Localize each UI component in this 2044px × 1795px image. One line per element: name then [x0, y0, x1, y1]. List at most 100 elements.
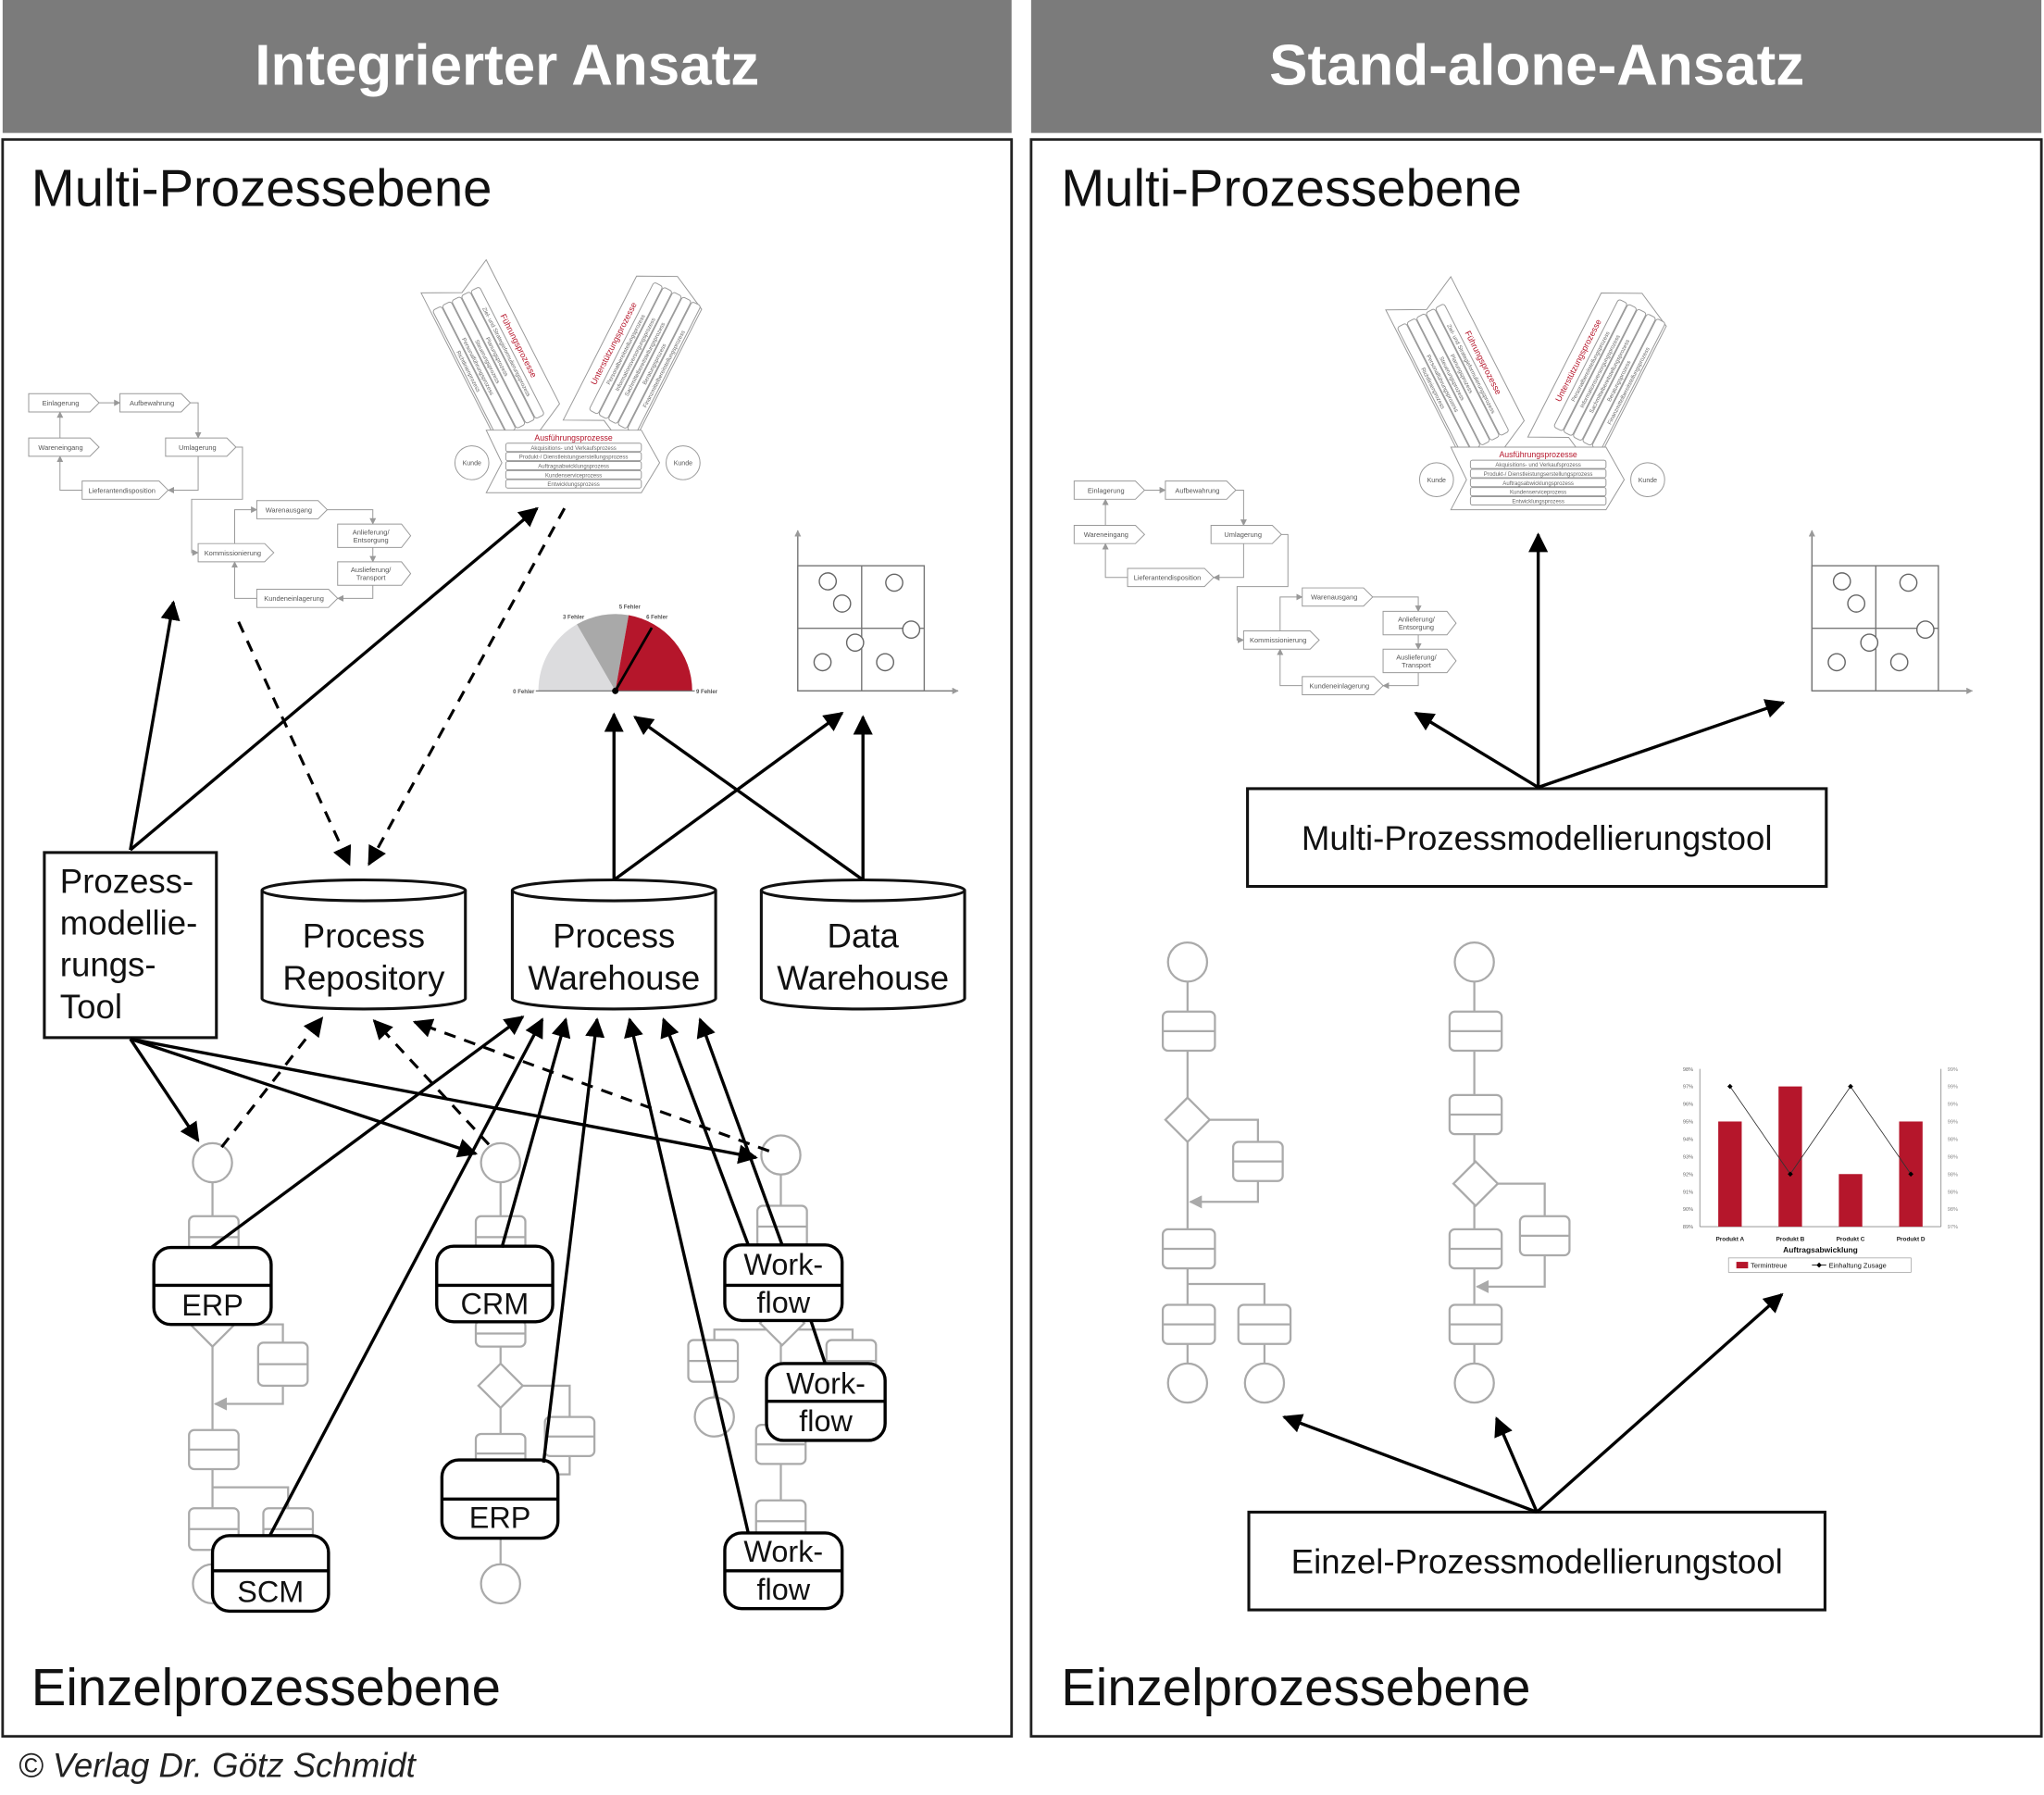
arrow-tool-to-flow1 — [129, 1038, 200, 1142]
system-erp-1[interactable]: ERP — [152, 1245, 273, 1327]
flow-line — [1476, 1255, 1546, 1293]
core-item-label: Entwicklungsprozess — [1512, 500, 1564, 505]
event-circle — [480, 1141, 521, 1184]
flow-node-shape — [165, 437, 237, 457]
arm-band — [1426, 308, 1500, 441]
core-item-label: Akquisitions- und Verkaufsprozess — [530, 446, 616, 452]
arrow-pw-to-portfolio — [613, 711, 844, 881]
portfolio-point — [813, 653, 832, 672]
portfolio-point — [845, 633, 865, 653]
flow-connector — [1236, 533, 1289, 643]
flow-line — [1187, 1282, 1266, 1305]
decision-diamond — [477, 1362, 525, 1410]
portfolio-point — [1832, 572, 1851, 591]
flow-node-label: Warenausgang — [266, 505, 312, 514]
support-processes-arm: PersonalbereitstellungsprozessInformatio… — [1527, 293, 1667, 471]
line-point — [1908, 1171, 1913, 1178]
flow-node-shape — [1073, 524, 1146, 544]
system-workflow-2[interactable]: Work-flow — [765, 1362, 887, 1442]
flow-node: Einlagerung — [1073, 480, 1146, 500]
right-single-level-label: Einzelprozessebene — [1061, 1658, 1530, 1716]
flow-node: Kundeneinlagerung — [256, 588, 339, 608]
customer-label: Kunde — [1639, 478, 1657, 484]
core-item-label: Kundenserviceprozess — [1510, 491, 1566, 496]
portfolio-point — [1827, 653, 1846, 672]
arm-band — [470, 287, 544, 419]
flow-node-label: Entsorgung — [354, 536, 389, 544]
arrow-erp1-to-pw — [210, 1015, 525, 1249]
flow-node-label: Kundeneinlagerung — [264, 594, 324, 603]
flow-connector — [1277, 648, 1302, 687]
process-modeling-tool-box[interactable] — [43, 851, 218, 1040]
flow-connector — [1279, 593, 1303, 631]
y-tick-label: 92% — [1683, 1172, 1693, 1178]
customer-circle — [1630, 462, 1665, 497]
multi-process-modeling-tool-box[interactable] — [1246, 787, 1828, 889]
arm-band — [1553, 299, 1627, 431]
y-tick-label: 94% — [1683, 1138, 1693, 1143]
gauge-label: 9 Fehler — [696, 690, 718, 695]
flow-node-label: Warenausgang — [1311, 593, 1357, 602]
gauge-label: 6 Fehler — [646, 615, 668, 620]
data-warehouse-cylinder[interactable]: Data Warehouse — [759, 878, 966, 1011]
system-workflow-1[interactable]: Work-flow — [723, 1243, 844, 1323]
header-left — [2, 0, 1012, 133]
gauge-needle — [614, 627, 654, 692]
category-label: Produkt B — [1776, 1237, 1804, 1243]
gauge-label: 3 Fehler — [563, 615, 585, 620]
arrow-multitool-to-portfolio — [1538, 699, 1786, 790]
flow-node-label: Umlagerung — [179, 443, 217, 452]
category-label: Produkt C — [1837, 1237, 1865, 1243]
flow-node: Kommissionierung — [197, 542, 275, 563]
core-item-label: Auftragsabwicklungsprozess — [1502, 481, 1574, 487]
core-item-label: Produkt-/ Dienstleistungserstellungsproz… — [519, 455, 629, 461]
system-label: ERP — [181, 1289, 243, 1322]
event-circle — [1243, 1362, 1286, 1404]
core-band — [1469, 496, 1607, 506]
flow-node: Kundeneinlagerung — [1302, 676, 1384, 696]
flow-node: Warenausgang — [1302, 587, 1374, 607]
single-process-modeling-tool-box[interactable] — [1247, 1510, 1826, 1612]
flow-node-shape — [1073, 480, 1146, 500]
store-label: Warehouse — [528, 959, 700, 997]
flow-node: Umlagerung — [165, 437, 237, 457]
system-crm[interactable]: CRM — [435, 1244, 555, 1324]
flow-node-label: Kundeneinlagerung — [1310, 681, 1370, 690]
y-tick-label: 95% — [1683, 1120, 1693, 1126]
y2-tick-label: 97% — [1948, 1225, 1958, 1230]
core-band — [1469, 478, 1607, 488]
y-tick-label: 98% — [1683, 1067, 1693, 1073]
arm-band — [598, 287, 672, 419]
flow-node-shape — [256, 500, 329, 519]
process-map-thumbnail-left: Ziel- und StrategieformulierungsprozessP… — [420, 258, 703, 493]
arrow-singletool-to-chart — [1536, 1292, 1784, 1514]
arm-band — [1563, 304, 1637, 436]
system-workflow-3[interactable]: Work-flow — [723, 1531, 844, 1611]
system-label: Work- — [743, 1248, 823, 1281]
arrow-tool-to-flow3 — [130, 1037, 758, 1165]
flow-node-shape — [1210, 524, 1282, 544]
event-circle — [480, 1563, 521, 1605]
y-tick-label: 91% — [1683, 1190, 1693, 1195]
left-single-level-label: Einzelprozessebene — [31, 1658, 501, 1716]
system-erp-2[interactable]: ERP — [440, 1458, 560, 1540]
flow-node: Auslieferung/Transport — [337, 561, 412, 586]
process-warehouse-cylinder[interactable]: Process Warehouse — [510, 878, 717, 1011]
flow-node-label: Kommissionierung — [205, 549, 261, 557]
arm-band — [608, 292, 682, 424]
y2-tick-label: 98% — [1948, 1207, 1958, 1213]
flow-node: Warenausgang — [256, 500, 329, 519]
decision-diamond — [1164, 1096, 1212, 1144]
dashed-arrow-flow1-to-repository — [220, 1016, 324, 1149]
system-scm[interactable]: SCM — [210, 1534, 330, 1614]
process-repository-cylinder[interactable]: Process Repository — [260, 878, 467, 1011]
flow-node: Anlieferung/Entsorgung — [1382, 610, 1457, 636]
flow-node: Auslieferung/Transport — [1382, 648, 1457, 674]
event-circle — [1453, 941, 1495, 983]
core-band — [1469, 487, 1607, 497]
arrow-workflow1b-to-pw — [696, 1017, 784, 1246]
customer-circle — [1418, 462, 1454, 497]
system-box-shape — [723, 1243, 844, 1323]
flow-node: Aufbewahrung — [119, 393, 192, 413]
